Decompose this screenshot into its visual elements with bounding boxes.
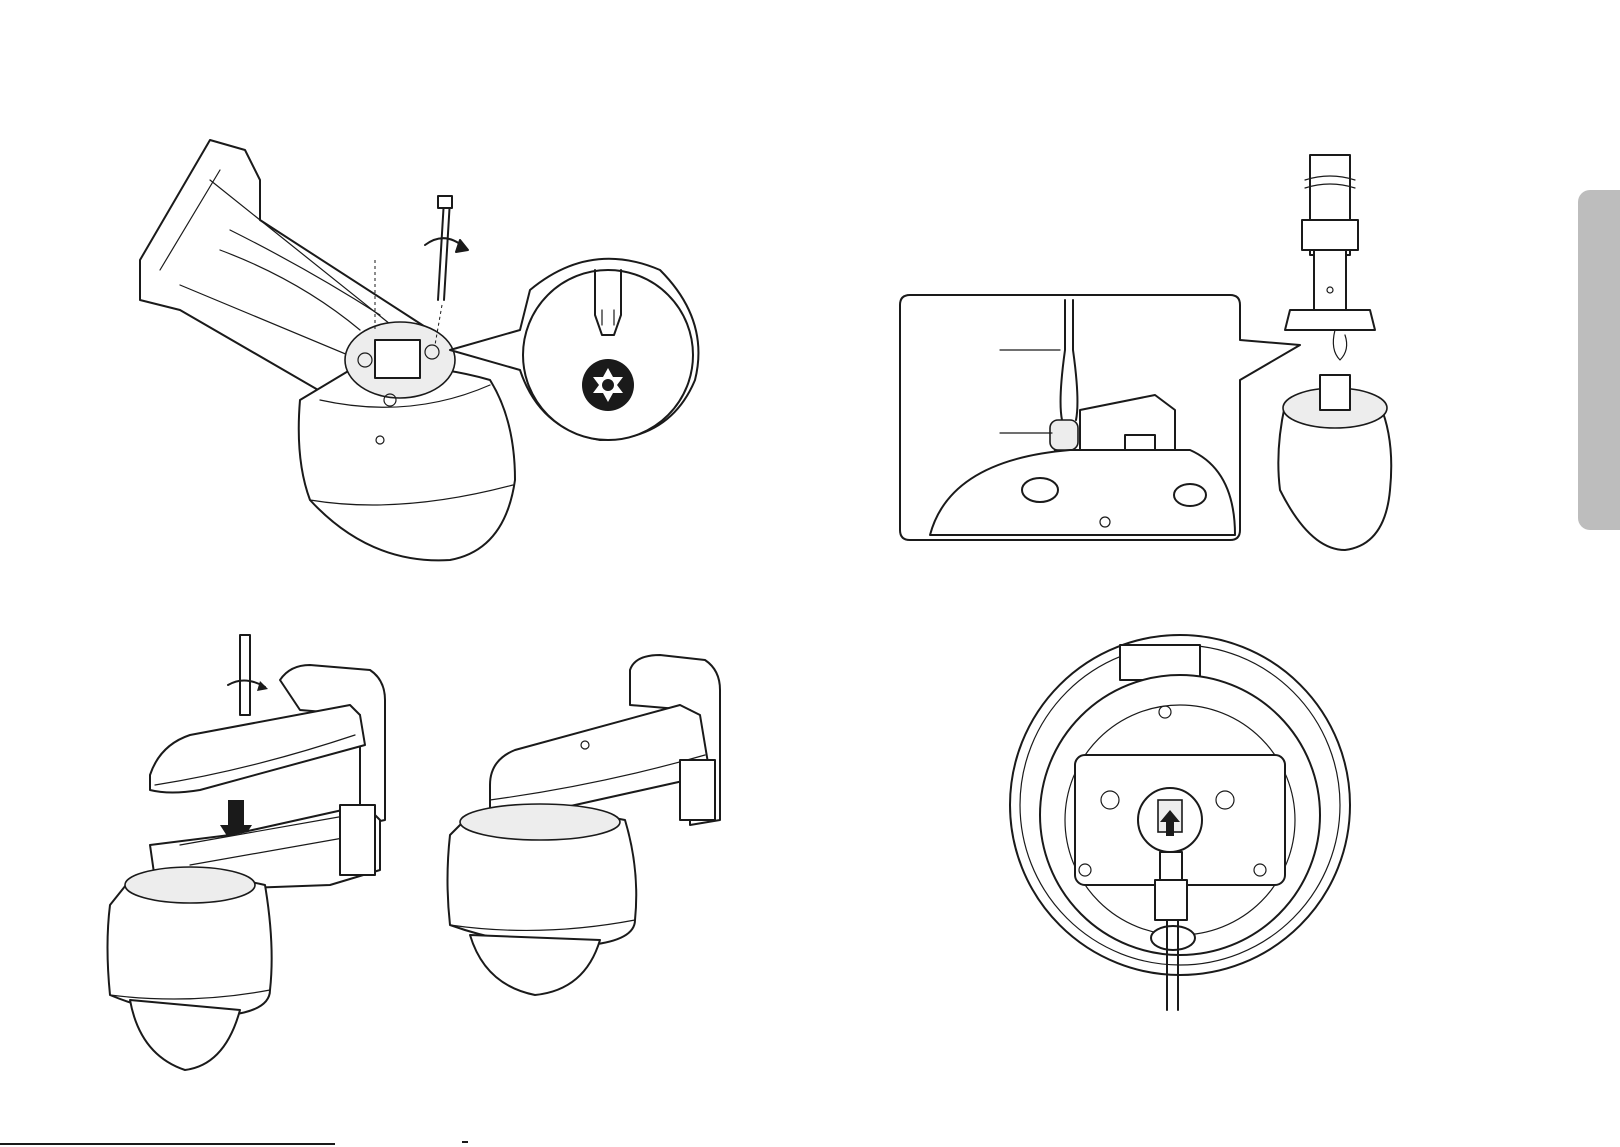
cable-connection-bottom-view-illustration xyxy=(980,620,1390,1030)
chapter-side-tab xyxy=(1578,190,1620,530)
wall-mount-assembly-illustration xyxy=(100,625,400,1095)
pendant-mount-safety-wire-illustration xyxy=(890,150,1450,560)
wall-mount-assembled-illustration xyxy=(430,650,750,1040)
bracket-screw-fastening-illustration xyxy=(120,120,720,580)
footer-rule xyxy=(0,1143,335,1145)
footer-mark xyxy=(462,1141,468,1143)
